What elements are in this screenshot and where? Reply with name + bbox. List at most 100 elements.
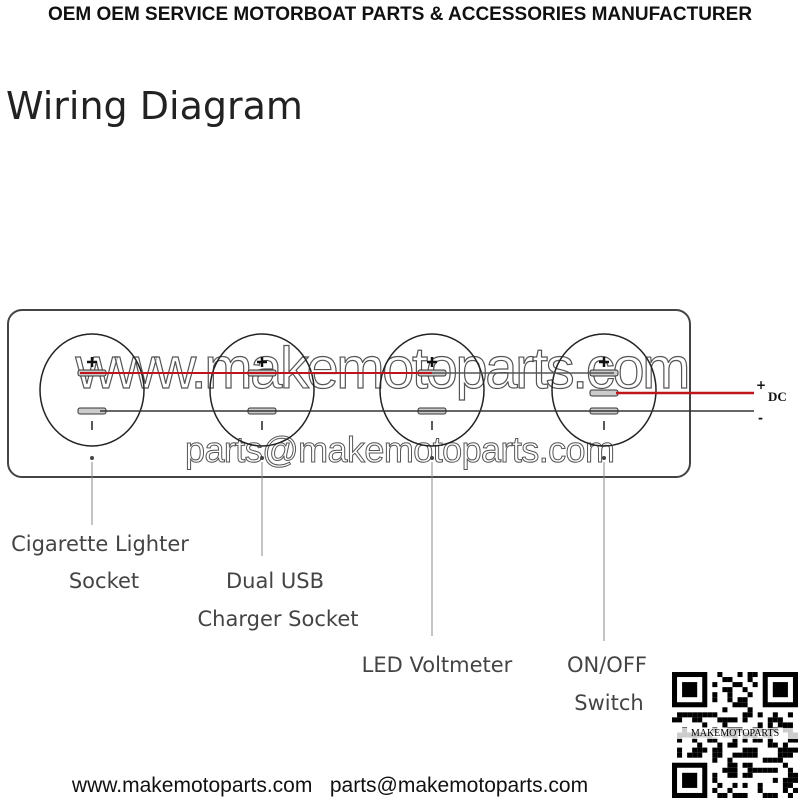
- label-cigarette-lighter-line1: Cigarette Lighter: [11, 532, 189, 556]
- qr-module: [707, 737, 713, 743]
- qr-module: [732, 702, 738, 708]
- qr-module: [727, 757, 733, 763]
- qr-module: [767, 757, 773, 763]
- qr-module: [727, 687, 733, 693]
- qr-module: [752, 752, 758, 758]
- qr-module: [717, 792, 723, 798]
- qr-module: [712, 737, 718, 743]
- qr-module: [732, 762, 738, 768]
- qr-module: [767, 792, 773, 798]
- qr-module: [717, 672, 723, 678]
- qr-module: [697, 742, 703, 748]
- qr-module: [792, 747, 798, 753]
- switch-output-terminal: [589, 389, 619, 397]
- plus-terminal-icon: [87, 357, 97, 367]
- qr-module: [787, 777, 793, 783]
- qr-module: [682, 712, 688, 718]
- qr-module: [772, 767, 778, 773]
- qr-module: [722, 707, 728, 713]
- qr-module: [777, 757, 783, 763]
- qr-module: [722, 722, 728, 728]
- qr-module: [772, 757, 778, 763]
- qr-finder: [672, 672, 708, 708]
- qr-module: [717, 717, 723, 723]
- qr-module: [742, 752, 748, 758]
- qr-module: [777, 752, 783, 758]
- qr-module: [712, 787, 718, 793]
- qr-finder: [762, 672, 798, 708]
- qr-module: [787, 747, 793, 753]
- qr-module: [727, 692, 733, 698]
- qr-module: [787, 792, 793, 798]
- qr-module: [742, 762, 748, 768]
- header-banner: OEM OEM SERVICE MOTORBOAT PARTS & ACCESS…: [47, 4, 753, 25]
- label-on-off-line1: ON/OFF: [566, 653, 648, 677]
- leader-dot: [602, 456, 606, 460]
- qr-module: [782, 722, 788, 728]
- qr-module: [787, 752, 793, 758]
- dc-label: DC: [768, 389, 787, 404]
- qr-module: [747, 752, 753, 758]
- qr-module: [697, 712, 703, 718]
- qr-module: [692, 752, 698, 758]
- qr-module: [737, 792, 743, 798]
- qr-module: [742, 772, 748, 778]
- qr-module: [782, 762, 788, 768]
- socket-led-voltmeter: [379, 333, 485, 447]
- qr-label: MAKEMOTOPARTS: [672, 728, 798, 739]
- qr-module: [757, 782, 763, 788]
- qr-module: [752, 747, 758, 753]
- socket-cigarette-lighter: [39, 333, 145, 447]
- qr-module: [712, 757, 718, 763]
- qr-module: [712, 752, 718, 758]
- qr-module: [787, 782, 793, 788]
- qr-module: [722, 677, 728, 683]
- qr-module: [737, 702, 743, 708]
- qr-module: [787, 737, 793, 743]
- qr-module: [712, 747, 718, 753]
- qr-module: [792, 787, 798, 793]
- qr-module: [727, 677, 733, 683]
- qr-module: [712, 777, 718, 783]
- qr-module: [767, 767, 773, 773]
- qr-module: [732, 752, 738, 758]
- qr-module: [712, 772, 718, 778]
- qr-module: [742, 747, 748, 753]
- watermark-email: parts@makemotoparts.com: [185, 429, 615, 470]
- qr-module: [742, 687, 748, 693]
- qr-module: [712, 712, 718, 718]
- qr-module: [722, 792, 728, 798]
- qr-module: [712, 697, 718, 703]
- qr-module: [702, 712, 708, 718]
- qr-module: [757, 737, 763, 743]
- qr-module: [792, 772, 798, 778]
- qr-module: [767, 737, 773, 743]
- qr-module: [742, 737, 748, 743]
- label-on-off-line2: Switch: [574, 691, 644, 715]
- qr-module: [772, 742, 778, 748]
- qr-module: [767, 722, 773, 728]
- qr-module: [787, 772, 793, 778]
- qr-module: [732, 772, 738, 778]
- qr-module: [757, 722, 763, 728]
- qr-module: [747, 677, 753, 683]
- qr-module: [747, 762, 753, 768]
- qr-module: [732, 792, 738, 798]
- qr-module: [747, 712, 753, 718]
- qr-finder-center: [682, 772, 698, 788]
- qr-module: [677, 747, 683, 753]
- qr-module: [777, 722, 783, 728]
- qr-module: [737, 672, 743, 678]
- leader-dot: [430, 456, 434, 460]
- qr-module: [732, 782, 738, 788]
- qr-module: [782, 747, 788, 753]
- qr-module: [727, 717, 733, 723]
- qr-module: [697, 717, 703, 723]
- qr-module: [767, 742, 773, 748]
- qr-module: [752, 672, 758, 678]
- qr-module: [782, 752, 788, 758]
- plus-terminal-icon: [427, 357, 437, 367]
- qr-module: [722, 767, 728, 773]
- qr-module: [742, 792, 748, 798]
- qr-module: [747, 747, 753, 753]
